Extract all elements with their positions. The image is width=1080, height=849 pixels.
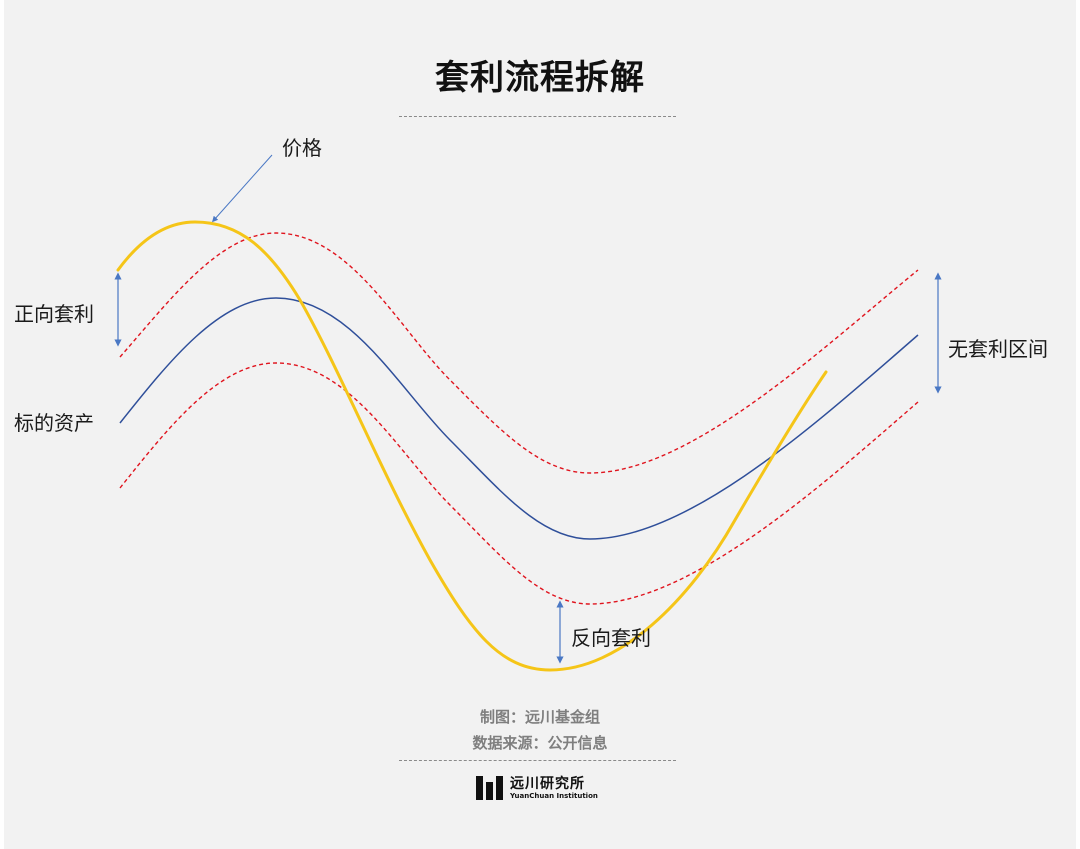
no-arbitrage-band-label: 无套利区间 [948,337,1048,361]
price-curve [116,220,828,672]
data-source: 数据来源：公开信息 [472,734,608,752]
lower-band-curve [119,362,919,605]
price-pointer-arrow [212,154,273,223]
underlying-asset-label: 标的资产 [14,411,94,435]
logo-name-cn: 远川研究所 [510,775,585,792]
reverse-arbitrage-label: 反向套利 [571,626,651,650]
underlying-asset-curve [119,297,919,540]
forward-arbitrage-label: 正向套利 [14,302,94,326]
price-label: 价格 [282,136,322,160]
institution-logo: 远川研究所 YuanChuan Institution [476,774,598,802]
page-title: 套利流程拆解 [435,58,645,98]
title-divider [399,116,676,117]
chart-credit: 制图：远川基金组 [479,708,600,726]
page-edge-right [1076,0,1080,849]
page-edge-left [0,0,4,849]
three-bars-logo-icon [476,776,503,800]
upper-band-curve [119,232,919,474]
logo-name-en: YuanChuan Institution [510,791,598,800]
footer-divider [399,760,676,761]
